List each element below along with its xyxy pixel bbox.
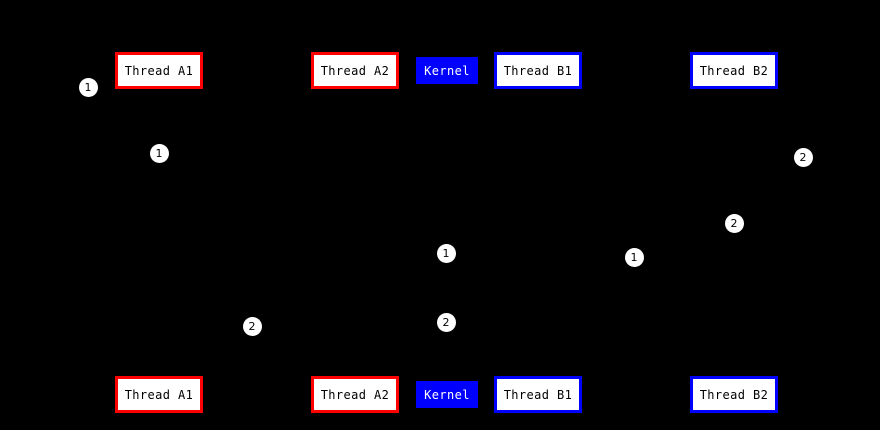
step-marker-number: 1 bbox=[630, 250, 638, 264]
participant-label: Kernel bbox=[424, 63, 470, 78]
lifeline-thread-b1 bbox=[538, 89, 539, 376]
step-marker-number: 2 bbox=[799, 150, 807, 164]
participant-label: Thread B2 bbox=[699, 387, 769, 402]
step-marker-number: 2 bbox=[248, 319, 256, 333]
step-marker-2: 2 bbox=[436, 312, 456, 332]
participant-top-thread-b2[interactable]: Thread B2 bbox=[690, 52, 778, 89]
participant-label: Thread A1 bbox=[124, 387, 194, 402]
participant-top-thread-a1[interactable]: Thread A1 bbox=[115, 52, 203, 89]
participant-label: Thread A2 bbox=[320, 63, 390, 78]
step-marker-2: 2 bbox=[793, 147, 813, 167]
message-arrow-2 bbox=[734, 157, 850, 158]
participant-bottom-thread-a1[interactable]: Thread A1 bbox=[115, 376, 203, 413]
step-marker-number: 1 bbox=[84, 80, 92, 94]
step-marker-number: 2 bbox=[442, 315, 450, 329]
message-arrow-5 bbox=[538, 257, 634, 258]
lifeline-thread-b2 bbox=[734, 89, 735, 376]
step-marker-number: 1 bbox=[442, 246, 450, 260]
participant-label: Thread B2 bbox=[699, 63, 769, 78]
step-marker-2: 2 bbox=[242, 316, 262, 336]
participant-label: Thread A1 bbox=[124, 63, 194, 78]
lifeline-kernel bbox=[447, 84, 448, 381]
participant-label: Thread B1 bbox=[503, 63, 573, 78]
participant-bottom-thread-b2[interactable]: Thread B2 bbox=[690, 376, 778, 413]
participant-bottom-thread-b1[interactable]: Thread B1 bbox=[494, 376, 582, 413]
step-marker-2: 2 bbox=[724, 213, 744, 233]
step-marker-1: 1 bbox=[149, 143, 169, 163]
step-marker-number: 1 bbox=[155, 146, 163, 160]
step-marker-1: 1 bbox=[436, 243, 456, 263]
participant-label: Kernel bbox=[424, 387, 470, 402]
message-arrow-6 bbox=[159, 326, 252, 327]
participant-top-thread-b1[interactable]: Thread B1 bbox=[494, 52, 582, 89]
lifeline-thread-a2 bbox=[355, 89, 356, 376]
participant-bottom-kernel[interactable]: Kernel bbox=[416, 381, 478, 408]
step-marker-1: 1 bbox=[624, 247, 644, 267]
step-marker-number: 2 bbox=[730, 216, 738, 230]
participant-bottom-thread-a2[interactable]: Thread A2 bbox=[311, 376, 399, 413]
participant-top-kernel[interactable]: Kernel bbox=[416, 57, 478, 84]
participant-label: Thread A2 bbox=[320, 387, 390, 402]
lifeline-thread-a1 bbox=[159, 89, 160, 376]
participant-top-thread-a2[interactable]: Thread A2 bbox=[311, 52, 399, 89]
participant-label: Thread B1 bbox=[503, 387, 573, 402]
step-marker-1: 1 bbox=[78, 77, 98, 97]
